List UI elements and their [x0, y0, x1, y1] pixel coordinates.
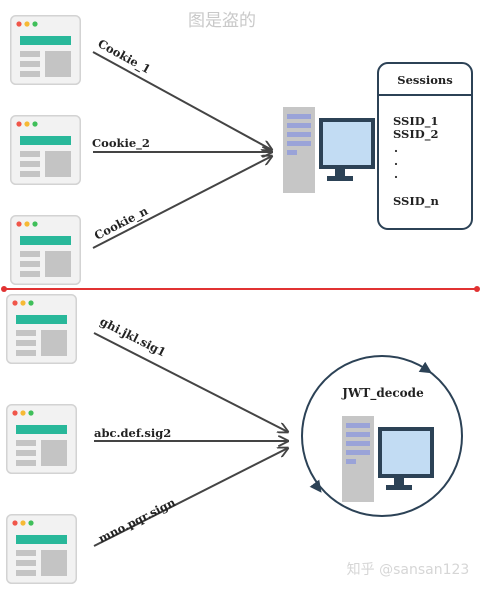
- session-id: SSID_1: [393, 114, 438, 129]
- browser-window-icon: [10, 215, 81, 285]
- label-cookie-2: Cookie_2: [92, 136, 150, 151]
- session-ellipsis: .: [394, 154, 398, 168]
- server-computer-icon: [283, 107, 375, 193]
- arrow-token-1: [93, 332, 288, 432]
- arrow-cookie-1: [92, 51, 272, 150]
- sessions-panel: Sessions SSID_1 SSID_2 . . . SSID_n: [377, 62, 473, 230]
- browser-window-icon: [6, 514, 77, 584]
- browser-window-icon: [10, 15, 81, 85]
- decoder-label: JWT_decode: [341, 386, 424, 401]
- sessions-title: Sessions: [397, 73, 452, 87]
- browser-window-icon: [6, 294, 77, 364]
- divider-endpoint: [1, 286, 7, 292]
- watermark-bottom: 知乎 @sansan123: [347, 561, 470, 578]
- label-token-2: abc.def.sig2: [94, 426, 171, 440]
- arrow-token-n: [93, 448, 288, 547]
- browser-window-icon: [10, 115, 81, 185]
- session-ellipsis: .: [394, 141, 398, 155]
- browser-window-icon: [6, 404, 77, 474]
- session-id: SSID_2: [393, 127, 438, 142]
- session-id: SSID_n: [393, 194, 439, 209]
- session-ellipsis: .: [394, 167, 398, 181]
- watermark-top: 图是盗的: [188, 11, 256, 31]
- arrow-cookie-n: [92, 156, 272, 249]
- label-token-n: mno.pqr.sign: [96, 495, 178, 546]
- divider-endpoint: [474, 286, 480, 292]
